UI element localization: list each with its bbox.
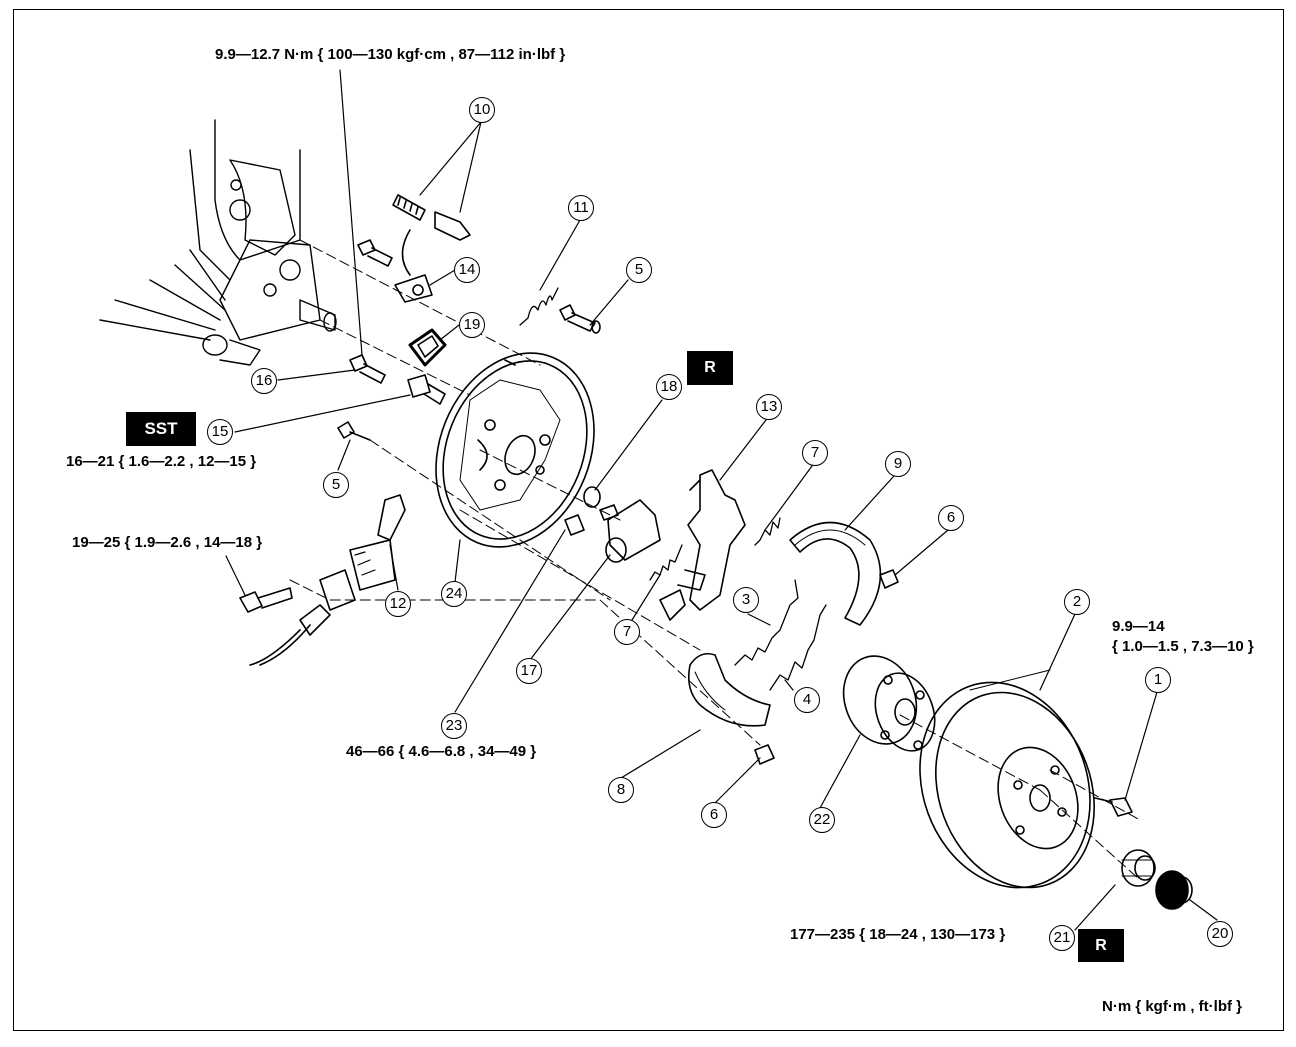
callout-24: 24 (441, 581, 467, 607)
grease-cap (1155, 870, 1193, 910)
diagram-frame (13, 9, 1284, 1031)
callout-10: 10 (469, 97, 495, 123)
seal-19 (408, 328, 447, 367)
parking-cable (249, 494, 406, 666)
callout-23: 23 (441, 713, 467, 739)
torque-spec-drum-screw-a: 9.9—14 (1112, 618, 1165, 635)
sst-badge: SST (126, 412, 196, 446)
backing-plate (435, 352, 595, 548)
callout-15: 15 (207, 419, 233, 445)
callout-21: 21 (1049, 925, 1075, 951)
wheel-cylinder (583, 486, 661, 563)
spring-11 (519, 287, 559, 326)
brake-drum (919, 669, 1095, 889)
springs-7 (649, 517, 781, 581)
callout-4: 4 (794, 687, 820, 713)
callout-7-bottom: 7 (614, 619, 640, 645)
replace-badge-hub-nut: R (1078, 929, 1124, 962)
callout-8: 8 (608, 777, 634, 803)
callout-11: 11 (568, 195, 594, 221)
assembly-lines (289, 239, 1141, 881)
units-note: N·m { kgf·m , ft·lbf } (1102, 998, 1242, 1015)
callout-9: 9 (885, 451, 911, 477)
brake-shoe-8 (687, 652, 775, 765)
abs-sensor (392, 194, 471, 303)
callout-20: 20 (1207, 921, 1233, 947)
replace-badge-oring: R (687, 351, 733, 385)
callout-22: 22 (809, 807, 835, 833)
bolts (239, 239, 1133, 817)
hub-nut (1121, 849, 1156, 887)
torque-spec-backing-bolt: 46—66 { 4.6—6.8 , 34—49 } (346, 743, 537, 760)
callout-19: 19 (459, 312, 485, 338)
callout-5-top: 5 (626, 257, 652, 283)
torque-spec-sensor-bolt: 9.9—12.7 N·m { 100—130 kgf·cm , 87—112 i… (215, 46, 566, 63)
torque-spec-cable-bolt: 19—25 { 1.9—2.6 , 14—18 } (72, 534, 263, 551)
callout-14: 14 (454, 257, 480, 283)
callout-3: 3 (733, 587, 759, 613)
callout-18: 18 (656, 374, 682, 400)
callout-1: 1 (1145, 667, 1171, 693)
torque-spec-drum-screw-b: { 1.0—1.5 , 7.3—10 } (1112, 638, 1254, 655)
parking-lever (659, 469, 746, 621)
callout-6-bottom: 6 (701, 802, 727, 828)
leader-lines (225, 69, 1218, 931)
callout-16: 16 (251, 368, 277, 394)
hub-bearing (842, 655, 936, 752)
springs-3-4 (734, 579, 827, 691)
callout-17: 17 (516, 658, 542, 684)
torque-spec-sst: 16—21 { 1.6—2.2 , 12—15 } (66, 453, 257, 470)
callout-13: 13 (756, 394, 782, 420)
brake-shoe-9 (789, 521, 899, 626)
callout-2: 2 (1064, 589, 1090, 615)
knuckle-assembly (99, 119, 337, 366)
callout-12: 12 (385, 591, 411, 617)
torque-spec-hub-nut: 177—235 { 18—24 , 130—173 } (790, 926, 1006, 943)
callout-7-top: 7 (802, 440, 828, 466)
callout-5-left: 5 (323, 472, 349, 498)
callout-6-right: 6 (938, 505, 964, 531)
